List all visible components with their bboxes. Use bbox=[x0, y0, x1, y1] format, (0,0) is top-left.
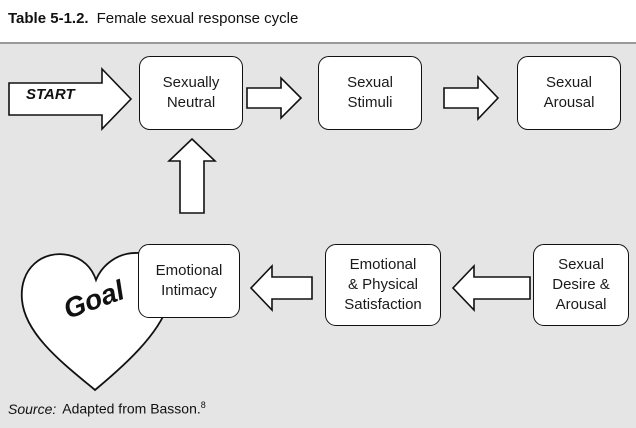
table-number: Table 5-1.2. bbox=[8, 10, 89, 27]
arrow-stimuli-to-arousal bbox=[443, 75, 500, 121]
node-emotional-physical-satisfaction: Emotional & Physical Satisfaction bbox=[325, 244, 441, 326]
figure-title: Table 5-1.2. Female sexual response cycle bbox=[8, 10, 298, 27]
source-text: Adapted from Basson. bbox=[62, 400, 201, 417]
node-emotional-intimacy: Emotional Intimacy bbox=[138, 244, 240, 318]
start-arrow bbox=[8, 67, 133, 131]
node-sexually-neutral: Sexually Neutral bbox=[139, 56, 243, 130]
arrow-desire-to-satisfaction bbox=[451, 264, 531, 312]
arrow-neutral-to-stimuli bbox=[246, 76, 303, 120]
title-rule bbox=[0, 42, 636, 44]
source-ref: 8 bbox=[200, 400, 206, 410]
start-label: START bbox=[26, 86, 75, 103]
arrow-intimacy-to-neutral bbox=[167, 137, 217, 214]
node-sexual-stimuli: Sexual Stimuli bbox=[318, 56, 422, 130]
title-bar: Table 5-1.2. Female sexual response cycle bbox=[0, 0, 636, 42]
arrow-satisfaction-to-intimacy bbox=[249, 264, 313, 312]
node-sexual-arousal: Sexual Arousal bbox=[517, 56, 621, 130]
source-note: Source: Adapted from Basson.8 bbox=[8, 400, 206, 417]
table-caption: Female sexual response cycle bbox=[96, 10, 299, 27]
node-sexual-desire-arousal: Sexual Desire & Arousal bbox=[533, 244, 629, 326]
source-prefix: Source: bbox=[8, 400, 57, 417]
